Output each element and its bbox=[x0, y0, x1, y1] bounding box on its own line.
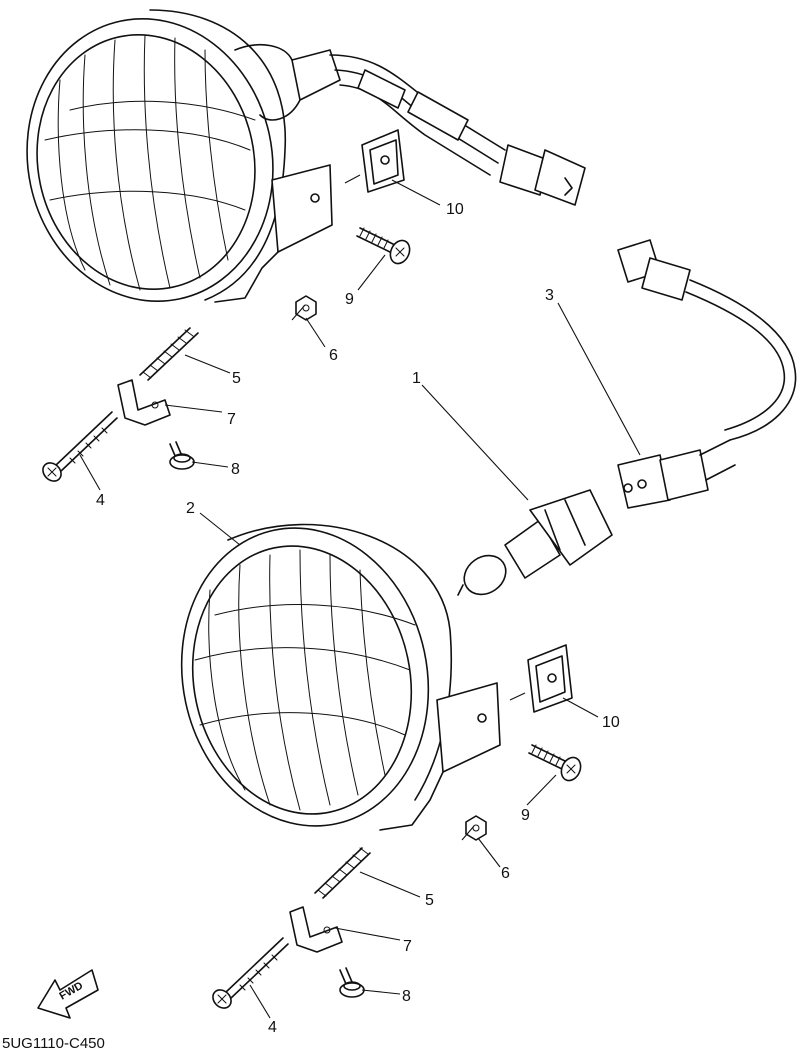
callout-8-lower: 8 bbox=[402, 988, 411, 1005]
fwd-arrow-icon: FWD bbox=[37, 969, 99, 1019]
callout-2: 2 bbox=[186, 500, 195, 517]
nut-upper bbox=[291, 295, 317, 321]
callout-6-upper: 6 bbox=[329, 347, 338, 364]
small-screw-upper bbox=[169, 441, 195, 470]
leader-lines bbox=[79, 179, 641, 1019]
callout-4-lower: 4 bbox=[268, 1019, 277, 1036]
callout-6-lower: 6 bbox=[501, 865, 510, 882]
callout-9-upper: 9 bbox=[345, 291, 354, 308]
bracket-lower bbox=[289, 906, 343, 953]
small-screw-lower bbox=[339, 967, 365, 998]
spring-lower bbox=[314, 847, 371, 899]
callout-3: 3 bbox=[545, 287, 554, 304]
callout-8-upper: 8 bbox=[231, 461, 240, 478]
callout-5-upper: 5 bbox=[232, 370, 241, 387]
screw-lower bbox=[528, 744, 582, 782]
long-bolt-upper bbox=[42, 411, 118, 482]
callout-7-lower: 7 bbox=[403, 938, 412, 955]
callout-5-lower: 5 bbox=[425, 892, 434, 909]
sub-harness bbox=[617, 239, 797, 509]
headlight-upper bbox=[26, 9, 341, 303]
long-bolt-lower bbox=[212, 937, 289, 1009]
callout-7-upper: 7 bbox=[227, 411, 236, 428]
bulb bbox=[457, 489, 613, 596]
headlight-lower bbox=[180, 523, 501, 831]
callout-10-upper: 10 bbox=[446, 201, 464, 218]
diagram-code: 5UG1110-C450 bbox=[2, 1035, 105, 1052]
callout-4-upper: 4 bbox=[96, 492, 105, 509]
spring-upper bbox=[139, 327, 199, 381]
clip-nut-upper bbox=[344, 129, 405, 193]
clip-nut-lower bbox=[509, 644, 573, 713]
callout-10-lower: 10 bbox=[602, 714, 620, 731]
wiring-harness-upper bbox=[329, 54, 586, 206]
callouts: 1 2 3 4 4 5 5 6 6 7 7 8 8 9 9 10 10 bbox=[96, 201, 620, 1036]
callout-1: 1 bbox=[412, 370, 421, 387]
bracket-upper bbox=[117, 379, 171, 426]
screw-upper bbox=[356, 227, 411, 265]
callout-9-lower: 9 bbox=[521, 807, 530, 824]
nut-lower bbox=[461, 815, 487, 841]
